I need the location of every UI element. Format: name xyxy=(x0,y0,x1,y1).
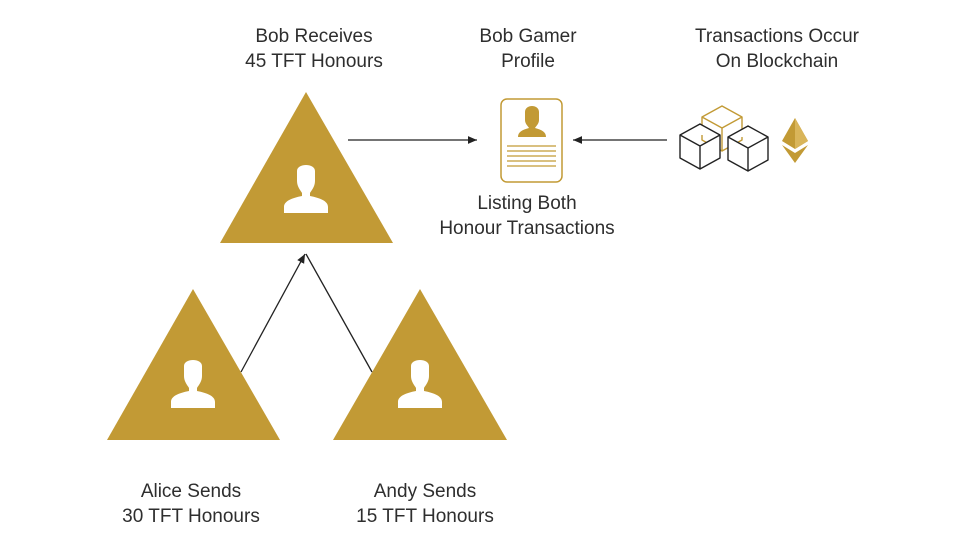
blockchain-label: Transactions Occur On Blockchain xyxy=(695,24,859,74)
blockchain-label-line1: Transactions Occur xyxy=(694,26,860,47)
andy-label-line1: Andy Sends xyxy=(373,481,477,502)
profile-card-icon xyxy=(500,98,563,183)
profile-label-line1: Bob Gamer xyxy=(479,26,577,47)
bob-label-line1: Bob Receives xyxy=(255,26,373,47)
arrow-alice-to-bob xyxy=(240,253,306,373)
alice-label: Alice Sends 30 TFT Honours xyxy=(122,479,260,529)
profile-caption: Listing Both Honour Transactions xyxy=(439,191,614,241)
alice-label-line1: Alice Sends xyxy=(140,481,242,502)
blockchain-cubes-icon xyxy=(679,105,769,172)
bob-label: Bob Receives 45 TFT Honours xyxy=(245,24,383,74)
bob-label-line2: 45 TFT Honours xyxy=(245,51,383,72)
profile-caption-line1: Listing Both xyxy=(477,193,577,214)
profile-label: Bob Gamer Profile xyxy=(479,24,576,74)
andy-node xyxy=(333,289,507,440)
alice-node xyxy=(107,289,280,440)
bob-node xyxy=(220,92,393,243)
profile-label-line2: Profile xyxy=(501,51,555,72)
line-andy-to-bob xyxy=(305,253,373,373)
profile-caption-line2: Honour Transactions xyxy=(439,218,615,239)
blockchain-label-line2: On Blockchain xyxy=(715,51,839,72)
ethereum-icon xyxy=(782,118,808,163)
andy-label-line2: 15 TFT Honours xyxy=(356,506,494,527)
alice-label-line2: 30 TFT Honours xyxy=(122,506,260,527)
andy-label: Andy Sends 15 TFT Honours xyxy=(356,479,494,529)
